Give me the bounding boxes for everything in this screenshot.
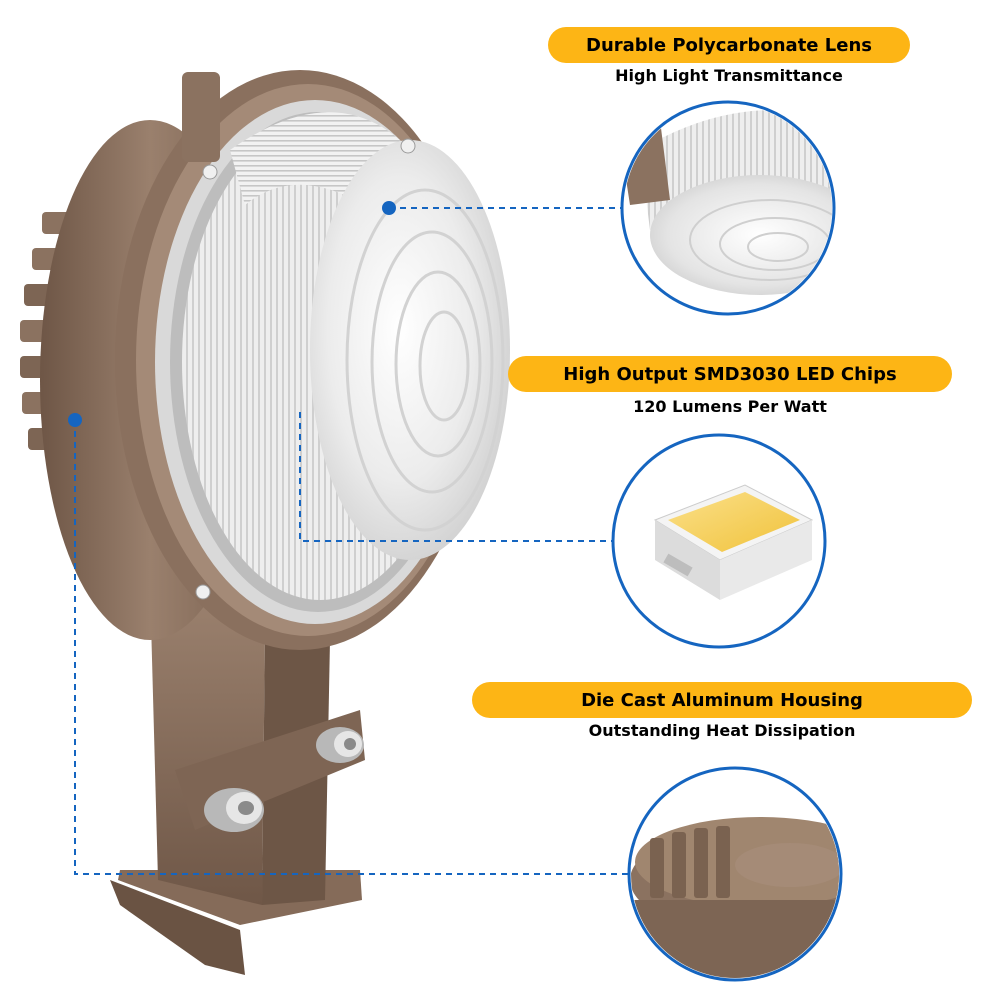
feature-subtitle-housing: Outstanding Heat Dissipation bbox=[588, 721, 856, 740]
connector-dot-housing bbox=[68, 413, 82, 427]
feature-title-led: High Output SMD3030 LED Chips bbox=[508, 356, 952, 392]
feature-title-lens: Durable Polycarbonate Lens bbox=[548, 27, 910, 63]
feature-subtitle-led: 120 Lumens Per Watt bbox=[633, 397, 827, 416]
barn-light-fixture bbox=[20, 70, 510, 975]
bolt-icon bbox=[204, 788, 264, 832]
feature-subtitle-lens: High Light Transmittance bbox=[615, 66, 843, 85]
bolt-icon bbox=[316, 727, 364, 763]
connector-dot-lens bbox=[382, 201, 396, 215]
feature-title-housing: Die Cast Aluminum Housing bbox=[472, 682, 972, 718]
led-chip-icon bbox=[611, 433, 827, 649]
lens-closeup-icon bbox=[620, 100, 836, 316]
connector-lines bbox=[74, 207, 631, 875]
heatsink-closeup-icon bbox=[627, 766, 843, 982]
